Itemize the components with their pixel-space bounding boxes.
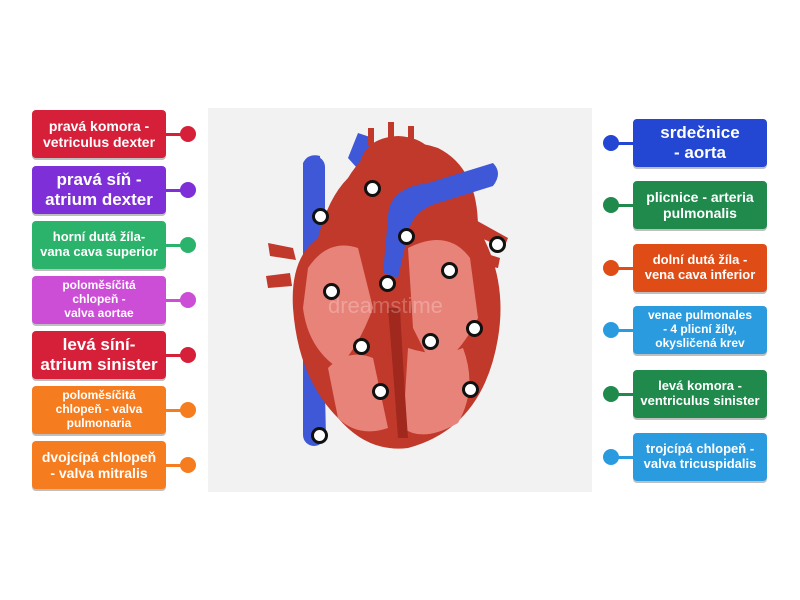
label-aorta[interactable]: srdečnice - aorta [633,119,767,167]
label-leva-komora[interactable]: levá komora - ventriculus sinister [633,370,767,418]
label-valva-mitralis[interactable]: dvojcípá chlopeň - valva mitralis [32,441,166,489]
label-text: horní dutá žíla- vana cava superior [40,229,158,259]
label-connector [618,393,634,396]
label-prava-sin[interactable]: pravá síň - atrium dexter [32,166,166,214]
label-horni-duta-zila[interactable]: horní dutá žíla- vana cava superior [32,221,166,269]
label-valva-aortae[interactable]: poloměsíčitá chlopeň - valva aortae [32,276,166,324]
label-connector [166,299,182,302]
label-text: pravá síň - atrium dexter [45,170,153,209]
label-valva-pulmonaria[interactable]: poloměsíčitá chlopeň - valva pulmonaria [32,386,166,434]
label-connector [618,456,634,459]
label-connector [618,267,634,270]
label-connector [618,142,634,145]
label-connector [166,409,182,412]
label-connector [618,329,634,332]
label-valva-tricuspidalis[interactable]: trojcípá chlopeň - valva tricuspidalis [633,433,767,481]
label-text: trojcípá chlopeň - valva tricuspidalis [643,441,757,471]
label-handle-dot[interactable] [603,197,619,213]
drop-target-1[interactable] [364,180,381,197]
label-handle-dot[interactable] [180,347,196,363]
label-handle-dot[interactable] [180,457,196,473]
label-text: levá síní- atrium sinister [40,335,158,374]
label-connector [166,189,182,192]
drop-target-9[interactable] [422,333,439,350]
label-connector [166,354,182,357]
drop-target-7[interactable] [323,283,340,300]
label-text: poloměsíčitá chlopeň - valva pulmonaria [55,388,143,430]
label-handle-dot[interactable] [603,449,619,465]
drop-target-4[interactable] [489,236,506,253]
label-handle-dot[interactable] [180,182,196,198]
label-text: plicnice - arteria pulmonalis [646,188,754,221]
label-handle-dot[interactable] [180,292,196,308]
label-handle-dot[interactable] [603,135,619,151]
drop-target-10[interactable] [353,338,370,355]
label-handle-dot[interactable] [603,386,619,402]
label-text: pravá komora - vetriculus dexter [42,117,156,150]
label-text: venae pulmonales - 4 plicní žíly, okysli… [647,308,753,350]
label-handle-dot[interactable] [180,402,196,418]
label-handle-dot[interactable] [603,260,619,276]
heart-illustration: dreamstime [266,122,508,449]
label-text: levá komora - ventriculus sinister [640,378,760,408]
drop-target-2[interactable] [312,208,329,225]
label-leva-sin[interactable]: levá síní- atrium sinister [32,331,166,379]
label-text: poloměsíčitá chlopeň - valva aortae [62,278,136,320]
label-connector [166,464,182,467]
label-connector [166,244,182,247]
drop-target-11[interactable] [372,383,389,400]
label-text: srdečnice - aorta [660,123,740,162]
drop-target-5[interactable] [441,262,458,279]
label-connector [166,133,182,136]
label-handle-dot[interactable] [180,237,196,253]
drop-target-6[interactable] [379,275,396,292]
label-text: dolní dutá žíla - vena cava inferior [644,252,756,282]
label-handle-dot[interactable] [603,322,619,338]
label-handle-dot[interactable] [180,126,196,142]
label-venae-pulmonales[interactable]: venae pulmonales - 4 plicní žíly, okysli… [633,306,767,354]
label-connector [618,204,634,207]
watermark-text: dreamstime [328,293,443,318]
drop-target-8[interactable] [466,320,483,337]
label-vena-cava-inferior[interactable]: dolní dutá žíla - vena cava inferior [633,244,767,292]
label-arteria-pulmonalis[interactable]: plicnice - arteria pulmonalis [633,181,767,229]
heart-diagram: dreamstime [208,108,592,492]
drop-target-12[interactable] [462,381,479,398]
drop-target-13[interactable] [311,427,328,444]
label-text: dvojcípá chlopeň - valva mitralis [41,448,157,481]
drop-target-3[interactable] [398,228,415,245]
label-prava-komora[interactable]: pravá komora - vetriculus dexter [32,110,166,158]
